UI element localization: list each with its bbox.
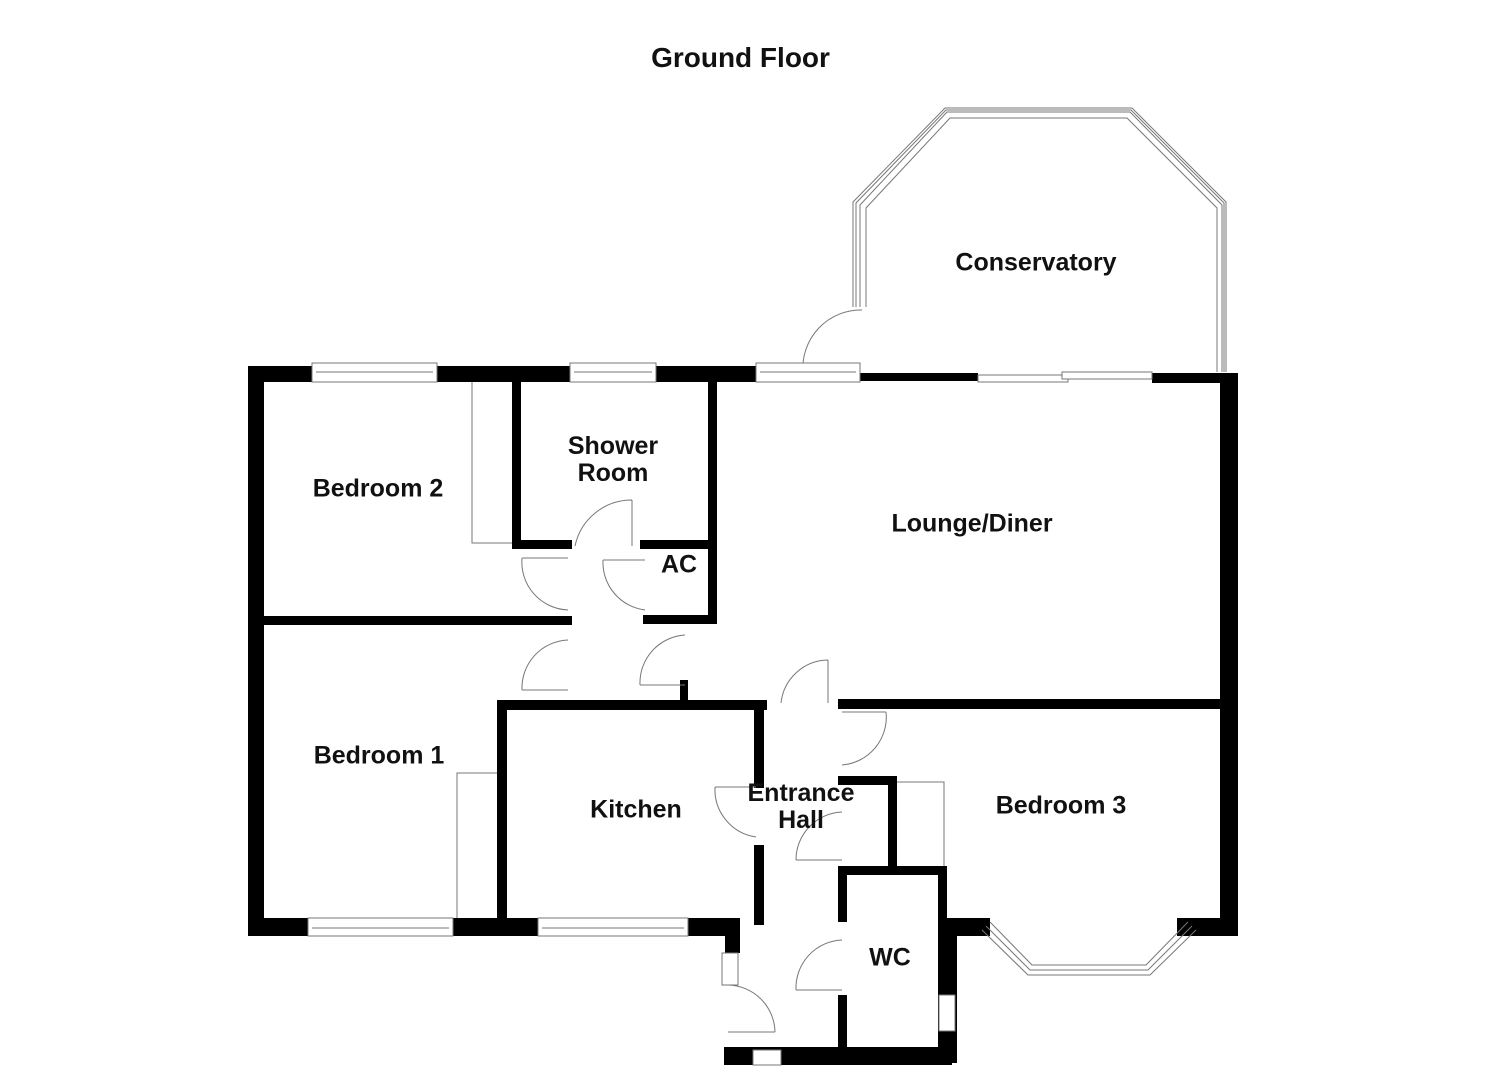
windows	[307, 362, 1153, 1066]
room-label-ac: AC	[660, 550, 698, 579]
conservatory-glazing	[852, 107, 1227, 372]
floor-title: Ground Floor	[0, 42, 1485, 74]
room-name: Entrance	[747, 779, 855, 807]
room-name: Conservatory	[955, 248, 1117, 277]
room-label-bedroom-2: Bedroom 2	[312, 474, 444, 503]
door-swings	[521, 499, 887, 1033]
room-name: WC	[869, 943, 911, 972]
room-label-wc: WC	[869, 943, 911, 972]
wardrobes	[456, 382, 945, 918]
room-label-conservatory: Conservatory	[955, 248, 1117, 277]
room-name: Kitchen	[590, 795, 682, 824]
room-name: Bedroom 2	[312, 474, 444, 503]
room-label-bedroom-3: Bedroom 3	[995, 791, 1127, 820]
room-label-lounge-diner: Lounge/Diner	[891, 509, 1053, 538]
room-name: Room	[577, 459, 649, 487]
room-label-kitchen: Kitchen	[590, 795, 682, 824]
room-name: Bedroom 1	[313, 741, 445, 770]
walls	[248, 366, 1238, 1065]
room-label-bedroom-1: Bedroom 1	[313, 741, 445, 770]
bay-window	[981, 921, 1197, 976]
room-name: Hall	[778, 806, 824, 834]
room-name: Shower	[567, 432, 659, 460]
room-name: Bedroom 3	[995, 791, 1127, 820]
floor-title-text: Ground Floor	[651, 42, 830, 73]
room-name: AC	[660, 550, 698, 579]
room-name: Lounge/Diner	[891, 509, 1053, 538]
conservatory-door-swing	[802, 309, 863, 373]
